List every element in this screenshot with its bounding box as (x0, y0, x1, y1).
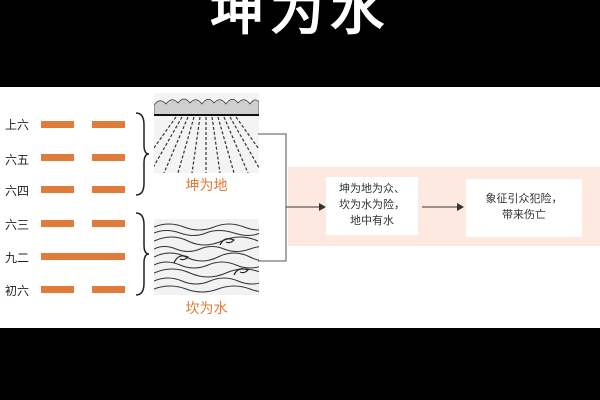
yin-segment-left (41, 121, 74, 128)
meaning-box: 坤为地为众、 坎为水为险， 地中有水 (326, 177, 418, 235)
meaning-line: 地中有水 (350, 214, 394, 227)
yang-segment (41, 253, 125, 260)
bottom-black-bar (0, 328, 600, 400)
meaning-line: 坎为水为险， (339, 198, 405, 211)
line-label-fifth: 六五 (5, 153, 30, 167)
lower-trigram-brace (135, 212, 150, 296)
line-label-third: 六三 (5, 218, 30, 232)
line-label-fourth: 六四 (5, 184, 30, 198)
yin-segment-right (92, 154, 125, 161)
yin-segment-left (41, 186, 74, 193)
upper-trigram-brace (135, 112, 150, 196)
yin-segment-right (92, 220, 125, 227)
yin-segment-right (92, 121, 125, 128)
yin-segment-left (41, 154, 74, 161)
line-label-first: 初六 (5, 284, 30, 298)
diagram-panel: 上六 六五 六四 六三 九二 初六 (0, 87, 600, 328)
yin-segment-right (92, 186, 125, 193)
title-fragment: 坤为水 (210, 0, 390, 42)
arrow-to-symbol-icon (422, 203, 464, 211)
line-label-top: 上六 (5, 118, 30, 132)
yin-segment-right (92, 286, 125, 293)
yin-segment-left (41, 286, 74, 293)
lower-trigram-caption: 坎为水 (185, 301, 228, 317)
meaning-line: 坤为地为众、 (339, 182, 405, 195)
symbol-box: 象征引众犯险， 带来伤亡 (466, 179, 582, 237)
line-label-second: 九二 (5, 251, 30, 265)
symbol-line: 带来伤亡 (502, 208, 546, 221)
arrow-to-meaning-icon (286, 203, 326, 211)
yin-segment-left (41, 220, 74, 227)
upper-trigram-caption: 坤为地 (185, 178, 228, 194)
symbol-line: 象征引众犯险， (485, 192, 563, 205)
water-waves-image (154, 219, 259, 295)
top-black-bar: 坤为水 (0, 0, 600, 87)
plowed-field-image (154, 93, 259, 173)
